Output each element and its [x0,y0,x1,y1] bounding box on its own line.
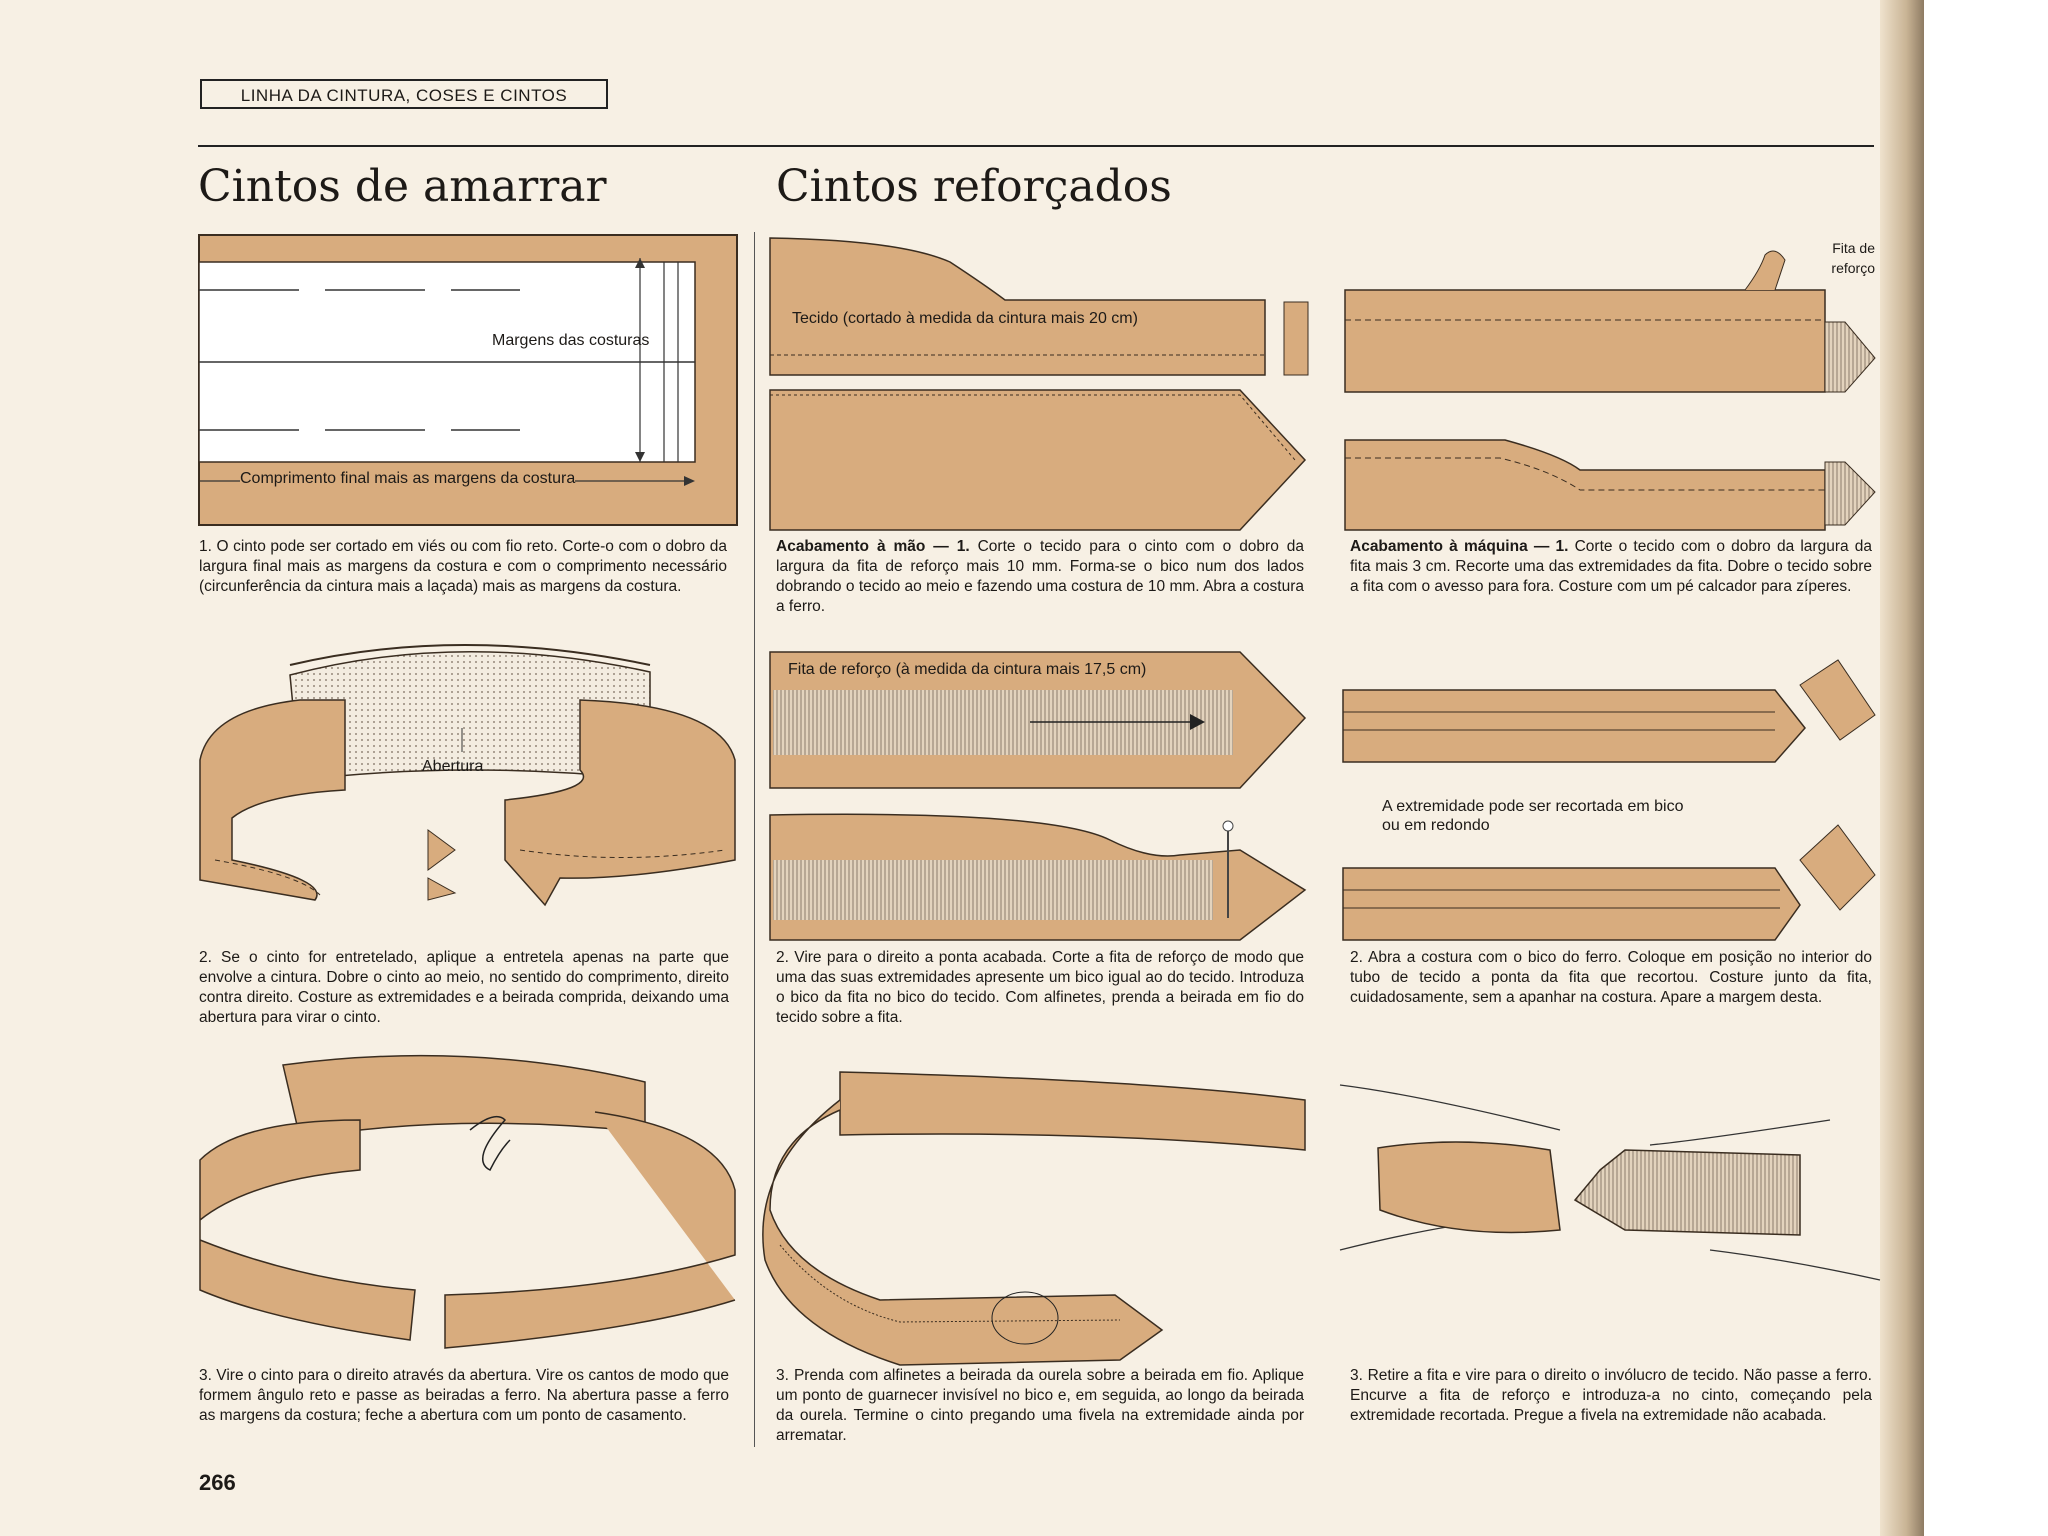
label-reforco: reforço [1831,260,1875,276]
label-abertura: Abertura [422,758,484,775]
belt-stitched-diagram [762,1071,1306,1366]
caption-mao-1-head: Acabamento à mão — 1. [776,538,970,555]
machine-finish-diagram [1344,250,1876,531]
label-extremidade-1: A extremidade pode ser recortada em bico [1382,798,1684,815]
column-divider-left [754,232,755,1447]
fabric-cut-diagram [769,237,1309,531]
caption-mao-3: 3. Prenda com alfinetes a beirada da our… [776,1367,1304,1444]
book-spine-shadow [1880,0,1924,1536]
caption-maquina-1-text: Corte o tecido com o dobro da largura da… [1350,538,1872,595]
page-margin [1924,0,2048,1536]
belt-sewn-diagram [199,644,736,907]
label-tecido: Tecido (cortado à medida da cintura mais… [792,310,1138,327]
caption-mao-2: 2. Vire para o direito a ponta acabada. … [776,949,1304,1026]
caption-amarrar-3: 3. Vire o cinto para o direito através d… [199,1367,729,1424]
label-comprimento: Comprimento final mais as margens da cos… [240,470,576,488]
title-cintos-de-amarrar: Cintos de amarrar [198,161,607,212]
section-tag: LINHA DA CINTURA, COSES E CINTOS [200,79,608,109]
caption-maquina-3: 3. Retire a fita e vire para o direito o… [1350,1367,1872,1424]
caption-amarrar-1: 1. O cinto pode ser cortado em viés ou c… [199,538,727,595]
belt-turned-diagram [199,1054,736,1349]
label-extremidade-2: ou em redondo [1382,817,1490,834]
caption-maquina-1-head: Acabamento à máquina — 1. [1350,538,1569,555]
header-rule [198,145,1874,147]
title-cintos-reforcados: Cintos reforçados [776,161,1172,212]
page-number: 266 [199,1470,236,1495]
caption-mao-1-text: Corte o tecido para o cinto com o dobro … [776,538,1304,615]
tape-pointed-diagram [1342,659,1876,941]
hands-turning-belt-diagram [1339,1084,1881,1281]
label-fita-reforco-medida: Fita de reforço (à medida da cintura mai… [788,661,1147,678]
label-fita-de: Fita de [1832,240,1875,256]
caption-amarrar-2: 2. Se o cinto for entretelado, aplique a… [199,949,729,1026]
caption-mao-1: Acabamento à mão — 1. Corte o tecido par… [776,537,1304,617]
caption-maquina-1: Acabamento à máquina — 1. Corte o tecido… [1350,537,1872,597]
caption-maquina-2: 2. Abra a costura com o bico do ferro. C… [1350,949,1872,1006]
reinforcement-tape-diagram [769,651,1307,941]
label-margens: Margens das costuras [492,332,650,349]
